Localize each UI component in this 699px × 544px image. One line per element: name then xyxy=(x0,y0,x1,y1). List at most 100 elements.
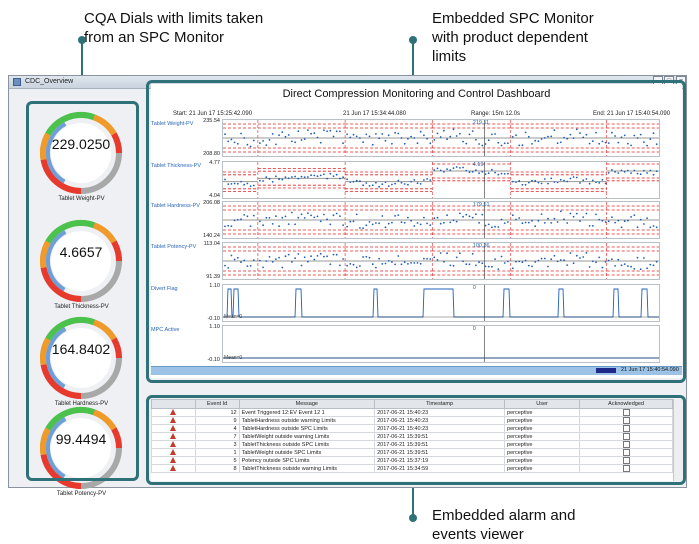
y-tick-max: 1.10 xyxy=(209,283,220,289)
y-tick-min: 91.39 xyxy=(206,274,220,280)
data-point xyxy=(259,179,261,182)
data-point xyxy=(436,132,439,135)
data-point xyxy=(359,227,361,229)
acknowledge-checkbox[interactable] xyxy=(622,465,630,472)
chart-svg xyxy=(223,285,659,321)
data-point xyxy=(397,132,400,135)
data-point xyxy=(423,179,425,181)
dial-gauge xyxy=(40,317,122,399)
data-point xyxy=(521,144,524,147)
chart-plot[interactable] xyxy=(222,284,660,322)
data-point xyxy=(413,179,416,181)
data-point xyxy=(375,133,377,135)
data-point xyxy=(323,213,325,216)
data-point xyxy=(537,259,540,262)
data-point xyxy=(623,170,626,173)
data-point xyxy=(352,180,355,183)
data-point xyxy=(329,263,332,266)
data-point xyxy=(481,262,484,265)
data-point xyxy=(407,183,409,186)
callout-alarm-connector xyxy=(412,485,414,517)
data-point xyxy=(429,142,432,145)
acknowledge-checkbox[interactable] xyxy=(622,433,630,440)
acknowledge-checkbox[interactable] xyxy=(622,441,630,448)
data-point xyxy=(475,264,477,267)
data-point xyxy=(468,263,471,266)
warning-icon xyxy=(170,425,177,432)
cursor-value: 179.51 xyxy=(472,202,490,208)
chart-plot[interactable] xyxy=(222,242,660,280)
data-point xyxy=(368,135,371,138)
data-point xyxy=(319,174,322,177)
time-scrollbar[interactable]: 21 Jun 17 15:40:54.090 xyxy=(151,366,682,375)
data-point xyxy=(368,185,371,187)
data-point xyxy=(281,131,284,133)
data-point xyxy=(284,255,287,258)
data-point xyxy=(313,216,316,219)
data-point xyxy=(262,224,264,227)
data-point xyxy=(579,257,581,259)
data-point xyxy=(643,223,645,225)
data-point xyxy=(588,225,591,227)
data-point xyxy=(585,178,588,180)
data-point xyxy=(537,181,540,184)
data-point xyxy=(375,266,377,269)
alarm-scrollbar[interactable] xyxy=(673,399,682,481)
spc-monitor: Direct Compression Monitoring and Contro… xyxy=(151,84,682,378)
chart-plot[interactable] xyxy=(222,201,660,239)
data-point xyxy=(484,143,487,145)
data-point xyxy=(620,264,623,267)
data-point xyxy=(278,256,280,259)
data-point xyxy=(620,136,623,139)
data-point xyxy=(575,176,578,179)
time-scroll-thumb[interactable] xyxy=(596,368,616,373)
data-point xyxy=(240,218,242,221)
acknowledge-checkbox[interactable] xyxy=(622,457,630,464)
data-point xyxy=(400,181,403,184)
data-point xyxy=(527,264,530,267)
data-point xyxy=(240,261,242,264)
data-point xyxy=(518,144,521,147)
data-point xyxy=(540,213,543,215)
acknowledge-checkbox[interactable] xyxy=(622,425,630,432)
chart-plot[interactable] xyxy=(222,160,660,199)
dial-arc xyxy=(45,220,96,244)
data-point xyxy=(342,142,344,145)
data-point xyxy=(443,171,445,173)
chart-plot[interactable] xyxy=(222,325,660,363)
data-point xyxy=(233,258,236,261)
data-point xyxy=(636,172,639,175)
data-point xyxy=(471,171,474,173)
data-point xyxy=(378,137,380,140)
data-point xyxy=(407,216,409,219)
data-point xyxy=(588,266,591,268)
data-point xyxy=(591,179,594,182)
data-point xyxy=(630,216,632,218)
data-point xyxy=(607,220,610,223)
data-point xyxy=(287,223,290,225)
acknowledge-checkbox[interactable] xyxy=(622,409,630,416)
acknowledge-checkbox[interactable] xyxy=(622,449,630,456)
data-point xyxy=(332,253,335,256)
data-point xyxy=(352,263,355,266)
chart-svg xyxy=(223,120,659,156)
data-point xyxy=(449,264,452,267)
data-point xyxy=(297,177,300,180)
data-point xyxy=(403,221,406,224)
dial-arc xyxy=(92,114,117,136)
dial-arc xyxy=(40,337,51,366)
data-point xyxy=(630,172,632,174)
data-point xyxy=(623,220,626,223)
y-tick-min: 208.80 xyxy=(203,151,220,157)
timebar-label: 21 Jun 17 15:40:54.090 xyxy=(621,367,679,373)
acknowledge-checkbox[interactable] xyxy=(622,417,630,424)
chart-plot[interactable] xyxy=(222,119,660,157)
data-point xyxy=(643,257,645,259)
data-point xyxy=(462,166,464,169)
data-point xyxy=(265,144,268,146)
data-point xyxy=(362,184,364,187)
data-point xyxy=(649,169,652,172)
dashboard-title: Direct Compression Monitoring and Contro… xyxy=(282,88,551,100)
